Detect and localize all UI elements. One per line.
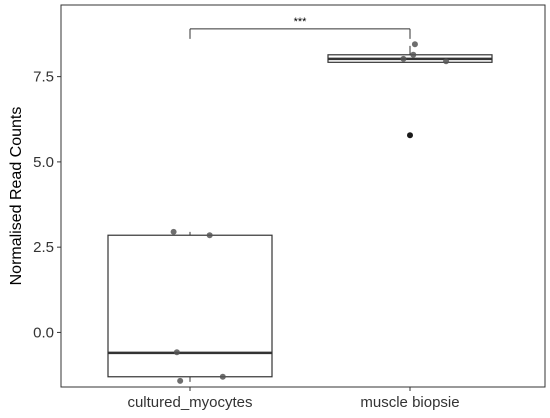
y-tick-label: 2.5 xyxy=(33,239,54,256)
x-tick-label: cultured_myocytes xyxy=(127,394,252,411)
y-tick-label: 7.5 xyxy=(33,69,54,86)
data-point xyxy=(173,349,180,356)
plot-panel-border xyxy=(60,4,546,388)
data-point xyxy=(177,377,184,384)
significance-label: *** xyxy=(294,16,308,28)
data-point xyxy=(170,228,177,235)
data-point xyxy=(400,55,407,62)
y-axis: 0.0 2.5 5.0 7.5 xyxy=(33,69,61,341)
significance-layer: *** xyxy=(189,16,411,39)
points-layer xyxy=(170,41,450,384)
boxes-layer xyxy=(107,45,493,382)
box-cultured-myocytes xyxy=(107,231,273,382)
y-tick-label: 5.0 xyxy=(33,154,54,171)
y-axis-label: Normalised Read Counts xyxy=(8,107,25,286)
data-point xyxy=(443,58,450,65)
box-muscle-biopsie xyxy=(327,45,493,139)
data-point xyxy=(219,373,226,380)
box-rect xyxy=(107,234,273,378)
y-tick-label: 0.0 xyxy=(33,324,54,341)
x-axis: cultured_myocytes muscle biopsie xyxy=(127,387,460,411)
data-point xyxy=(410,51,417,58)
data-point xyxy=(206,232,213,239)
x-tick-label: muscle biopsie xyxy=(360,394,459,411)
outlier-point xyxy=(407,132,413,139)
data-point xyxy=(411,41,418,48)
